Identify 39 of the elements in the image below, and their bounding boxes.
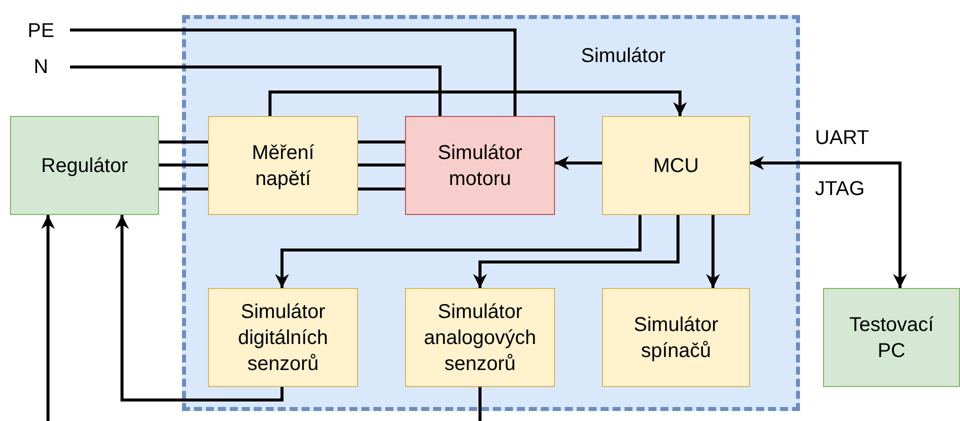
arrow (750, 156, 907, 288)
connector-line (358, 140, 405, 144)
process-box (602, 288, 750, 387)
arrow (41, 215, 55, 421)
process-box (823, 288, 960, 387)
box-label: Testovací PC (848, 312, 935, 364)
process-box (405, 116, 555, 215)
box-label: Regulátor (41, 154, 128, 178)
process-box (405, 288, 555, 387)
arrow (268, 90, 687, 116)
connector-line (70, 66, 442, 116)
box-label: Simulátor spínačů (632, 312, 720, 364)
connector-line (159, 188, 208, 190)
process-box (208, 116, 358, 215)
terminal-label: PE (28, 19, 54, 44)
connector-line (159, 140, 208, 144)
process-box (602, 116, 750, 215)
signal-label: JTAG (815, 178, 865, 201)
signal-label: UART (815, 127, 870, 150)
connector-line (478, 387, 482, 421)
arrow (473, 215, 680, 288)
box-label: Simulátor digitálních senzorů (236, 300, 330, 376)
arrow (275, 215, 642, 288)
process-box (208, 288, 358, 387)
box-label: Simulátor analogových senzorů (422, 300, 538, 376)
terminal-label: N (34, 55, 48, 80)
connector-line (159, 164, 208, 166)
box-label: Simulátor motoru (436, 140, 524, 192)
process-box (10, 116, 159, 215)
arrow (115, 215, 284, 402)
connector-line (358, 188, 405, 190)
arrow (555, 156, 602, 170)
connector-line (70, 28, 516, 116)
connector-line (358, 164, 405, 166)
box-label: Měření napětí (250, 140, 316, 192)
region-title: Simulátor (581, 44, 666, 69)
simulator-region (182, 15, 800, 411)
arrow (706, 215, 720, 288)
box-label: MCU (653, 154, 699, 178)
